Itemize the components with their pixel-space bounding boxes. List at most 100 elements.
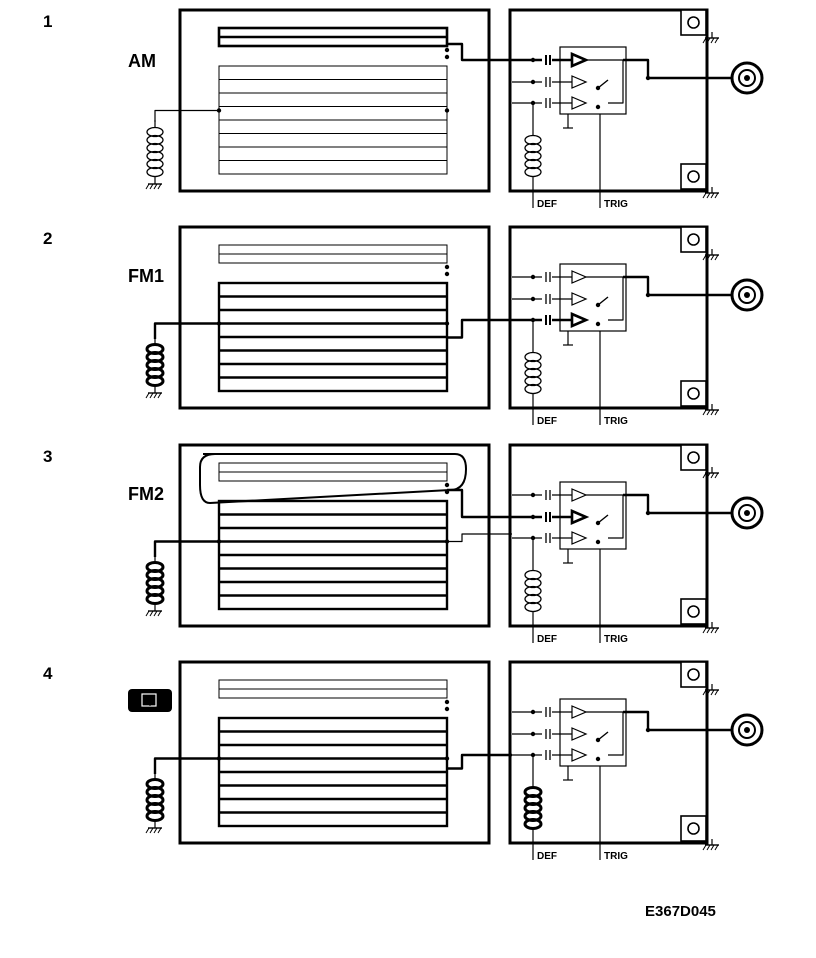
coil-loop bbox=[524, 367, 542, 379]
coil-loop bbox=[524, 593, 542, 605]
output-wire bbox=[623, 710, 735, 732]
junction-dot bbox=[645, 292, 651, 298]
switch-module bbox=[559, 46, 627, 115]
ground-hatch bbox=[706, 192, 711, 199]
capacitor-icon bbox=[545, 272, 551, 282]
trig-label: TRIG bbox=[604, 416, 628, 427]
fm2-grid-wire bbox=[447, 533, 512, 543]
ground-hatch bbox=[706, 37, 711, 44]
output-wire bbox=[623, 275, 735, 297]
ground-hatch bbox=[145, 183, 150, 190]
coil-loop bbox=[524, 150, 542, 162]
junction-dot bbox=[444, 706, 450, 712]
amplifier-icon bbox=[571, 292, 588, 306]
junction-dot bbox=[216, 321, 222, 326]
ground-hatch bbox=[714, 37, 719, 44]
coil-icon bbox=[524, 569, 542, 613]
capacitor-icon bbox=[545, 729, 551, 739]
ground-hatch bbox=[157, 392, 162, 399]
mount-hole bbox=[687, 233, 700, 246]
capacitor-icon bbox=[545, 77, 551, 87]
ground-hatch bbox=[706, 689, 711, 696]
coil-loop bbox=[524, 142, 542, 154]
switch-bus bbox=[586, 711, 624, 756]
ground-hatch bbox=[149, 610, 154, 617]
mount-tab-icon bbox=[680, 815, 707, 842]
ground-symbol bbox=[702, 32, 719, 44]
junction-dot bbox=[595, 756, 601, 762]
junction-dot bbox=[645, 727, 651, 733]
junction-dot bbox=[444, 264, 450, 270]
ground-hatch bbox=[153, 392, 158, 399]
mount-hole bbox=[687, 451, 700, 464]
ground-hatch bbox=[145, 610, 150, 617]
fm2-signal-wire bbox=[447, 488, 512, 519]
mount-tab bbox=[680, 163, 707, 190]
ground-hatch bbox=[702, 37, 707, 44]
junction-dot bbox=[444, 482, 450, 488]
coil-icon bbox=[146, 126, 164, 178]
panel-number: 1 bbox=[43, 12, 52, 31]
amplifier-icon bbox=[570, 52, 590, 68]
ground-hatch bbox=[714, 689, 719, 696]
ground-hatch bbox=[153, 610, 158, 617]
coil-feed-wire bbox=[153, 757, 219, 774]
ground-symbol bbox=[145, 387, 162, 399]
ground-symbol bbox=[145, 178, 162, 190]
ground-hatch bbox=[702, 844, 707, 851]
junction-dot bbox=[216, 756, 222, 761]
coil-loop bbox=[146, 134, 164, 146]
mount-tab-icon bbox=[680, 598, 707, 625]
ground-hatch bbox=[714, 409, 719, 416]
coil-icon bbox=[145, 778, 165, 822]
ground-hatch bbox=[710, 409, 715, 416]
ground-hatch bbox=[714, 192, 719, 199]
band-label: FM1 bbox=[128, 266, 164, 286]
ground-hatch bbox=[149, 827, 154, 834]
trig-label: TRIG bbox=[604, 634, 628, 645]
capacitor-icon bbox=[545, 55, 551, 65]
mount-tab-icon bbox=[680, 444, 707, 471]
mount-tab-icon bbox=[680, 226, 707, 253]
ground-hatch bbox=[702, 192, 707, 199]
junction-dot bbox=[444, 756, 450, 761]
ground-hatch bbox=[706, 409, 711, 416]
connector-pin bbox=[744, 727, 750, 733]
coil-loop bbox=[524, 577, 542, 589]
coil-loop bbox=[145, 593, 165, 605]
junction-dot bbox=[530, 709, 536, 715]
capacitor-icon bbox=[545, 490, 551, 500]
junction-dot bbox=[530, 296, 536, 302]
ground-symbol bbox=[145, 822, 162, 834]
switch-bus bbox=[586, 276, 624, 321]
coil-loop bbox=[146, 142, 164, 154]
junction-dot bbox=[444, 271, 450, 277]
amplifier-icon bbox=[570, 509, 590, 525]
ground-hatch bbox=[710, 844, 715, 851]
trig-label: TRIG bbox=[604, 199, 628, 210]
def-label: DEF bbox=[537, 199, 557, 210]
ground-hatch bbox=[145, 392, 150, 399]
switch-contact bbox=[597, 79, 609, 89]
antenna-connector-icon bbox=[730, 278, 764, 312]
panel-number: 3 bbox=[43, 447, 52, 466]
junction-dot bbox=[530, 492, 536, 498]
output-wire bbox=[623, 493, 735, 515]
connector-pin bbox=[744, 292, 750, 298]
trig-label: TRIG bbox=[604, 851, 628, 862]
junction-dot bbox=[595, 321, 601, 327]
junction-dot bbox=[444, 321, 450, 326]
ground-hatch bbox=[714, 472, 719, 479]
panel-number: 2 bbox=[43, 229, 52, 248]
ground-hatch bbox=[706, 472, 711, 479]
switch-bus bbox=[586, 494, 624, 539]
ground-hatch bbox=[710, 689, 715, 696]
ground-hatch bbox=[153, 827, 158, 834]
amplifier-icon bbox=[571, 96, 588, 110]
def-label: DEF bbox=[537, 634, 557, 645]
ground-hatch bbox=[706, 844, 711, 851]
capacitor-icon bbox=[545, 315, 551, 325]
